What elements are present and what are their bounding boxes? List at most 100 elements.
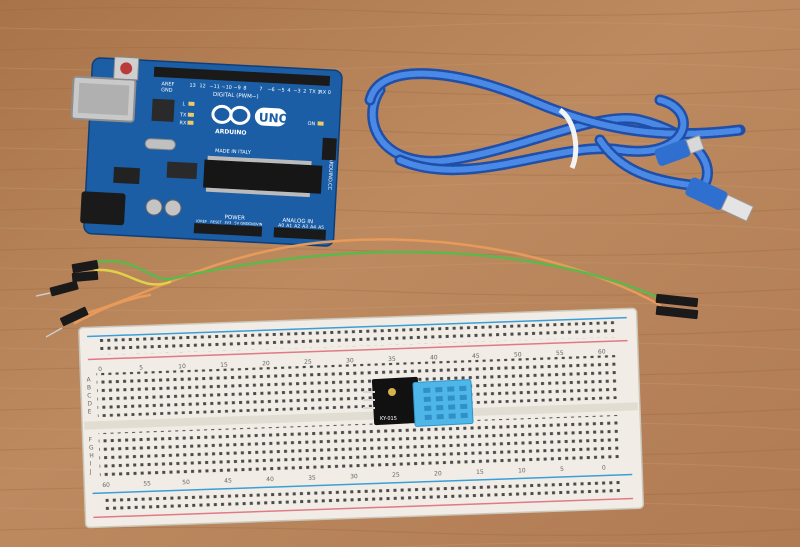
col-num-45: 45 <box>472 353 480 360</box>
pin-tx1-label: TX 1 <box>308 89 321 96</box>
gnd-label: GND <box>161 87 173 94</box>
col-num-60: 60 <box>598 348 606 355</box>
made-in-italy-text: MADE IN ITALY <box>215 148 252 156</box>
col-num-b55: 55 <box>143 480 151 487</box>
icsp-header <box>321 137 337 161</box>
col-num-40: 40 <box>430 354 438 361</box>
pin-3v3-label: 3V3 <box>224 221 231 225</box>
usb-a-connector <box>685 177 754 222</box>
analog-in-label: ANALOG IN <box>282 218 313 226</box>
power-header <box>193 223 263 237</box>
col-num-35: 35 <box>388 356 396 363</box>
voltage-regulator <box>113 166 140 185</box>
col-num-50: 50 <box>514 351 522 358</box>
arduino-uno-board: AREF GND 13 12 ~11 ~10 ~9 8 7 ~6 ~5 4 ~3… <box>70 56 343 247</box>
cable-tie <box>558 107 579 170</box>
pin-vin-label: VIN <box>256 222 263 226</box>
usb-b-connector <box>654 134 705 166</box>
row-letter-c: C <box>87 392 91 399</box>
col-num-b10: 10 <box>518 467 526 474</box>
pin-8-label: 8 <box>243 85 246 91</box>
wire-connectors-left <box>49 259 99 327</box>
dc-power-jack <box>80 191 126 226</box>
pin-12-label: 12 <box>199 83 206 89</box>
led-l-label: L <box>182 101 185 107</box>
pin-3-label: ~3 <box>293 88 301 94</box>
pin-a4-label: A4 <box>310 224 316 230</box>
pin-a1-label: A1 <box>286 223 292 229</box>
pin-a5-label: A5 <box>318 225 324 231</box>
bottom-column-numbers: 60 55 50 45 40 35 30 25 20 15 10 5 0 <box>102 464 606 489</box>
col-num-b45: 45 <box>224 478 232 485</box>
pin-6-label: ~6 <box>267 87 275 93</box>
pin-5-label: ~5 <box>277 87 285 93</box>
bottom-terminal-holes <box>98 414 620 478</box>
row-letter-d: D <box>87 400 92 407</box>
led-on-label: ON <box>307 121 315 127</box>
row-letter-e: E <box>88 408 92 415</box>
row-letter-h: H <box>89 452 94 459</box>
aref-label: AREF <box>161 81 174 88</box>
row-letters-top: A B C D E <box>86 376 92 415</box>
led-tx-label: TX <box>179 112 187 118</box>
wire-pins-left <box>35 292 63 338</box>
col-num-b50: 50 <box>182 479 190 486</box>
col-num-b20: 20 <box>434 470 442 477</box>
usb-chip <box>151 98 175 122</box>
pin-a3-label: A3 <box>302 224 308 230</box>
col-num-b35: 35 <box>308 475 316 482</box>
sensor-label: KY-015 <box>380 416 397 422</box>
col-num-b15: 15 <box>476 469 484 476</box>
digital-pin-labels: AREF GND 13 12 ~11 ~10 ~9 8 7 ~6 ~5 4 ~3… <box>161 81 331 100</box>
analog-header <box>273 227 327 240</box>
col-num-b30: 30 <box>350 473 358 480</box>
col-num-5: 5 <box>139 365 143 372</box>
row-letter-b: B <box>87 384 91 391</box>
digital-header <box>153 66 331 87</box>
col-num-b25: 25 <box>392 472 400 479</box>
arduino-text: ARDUINO <box>215 128 247 137</box>
col-num-0: 0 <box>98 366 102 373</box>
col-num-b60: 60 <box>102 482 110 489</box>
digital-label: DIGITAL (PWM~) <box>213 92 259 100</box>
pin-a2-label: A2 <box>294 223 300 229</box>
pin-11-label: ~11 <box>209 84 220 91</box>
atmega-chip <box>203 159 323 194</box>
pin-7-label: 7 <box>259 86 262 92</box>
pin-4-label: 4 <box>287 88 290 94</box>
led-rx-label: RX <box>179 120 187 126</box>
pin-10-label: ~10 <box>221 84 232 91</box>
pin-ioref-label: IOREF <box>196 219 207 224</box>
col-num-20: 20 <box>262 360 270 367</box>
uno-text: UNO <box>258 110 289 126</box>
top-column-numbers: 0 5 10 15 20 25 30 35 40 45 50 55 60 <box>98 348 606 373</box>
dht11-sensor-module: KY-015 <box>363 376 474 427</box>
jumper-wires <box>68 238 662 325</box>
arduino-cc-text: ARDUINO.CC <box>326 158 334 191</box>
col-num-55: 55 <box>556 350 564 357</box>
arduino-logo: UNO ARDUINO <box>211 104 289 137</box>
green-wire <box>93 250 662 300</box>
dht11-grille <box>423 385 468 420</box>
pin-9-label: ~9 <box>233 85 241 91</box>
center-channel <box>84 402 639 430</box>
pin-5v-label: 5V <box>234 221 239 225</box>
row-letter-a: A <box>86 376 91 383</box>
pin-gnd-label-2: GND <box>248 222 257 226</box>
crystal <box>144 138 176 151</box>
col-num-15: 15 <box>220 362 228 369</box>
pin-gnd-label-1: GND <box>240 222 249 226</box>
power-label: POWER <box>224 215 245 222</box>
capacitor-2 <box>164 199 182 217</box>
col-num-30: 30 <box>346 357 354 364</box>
pin-reset-label: RESET <box>210 220 223 225</box>
row-letters-bottom: F G H I J <box>89 436 95 475</box>
col-num-b0: 0 <box>602 464 606 471</box>
orange-wire-2 <box>73 293 152 325</box>
sensor-pcb <box>371 376 421 426</box>
status-leds: L TX RX ON <box>179 101 324 127</box>
row-letter-f: F <box>89 436 93 443</box>
orange-wire <box>68 238 662 320</box>
pin-a0-label: A0 <box>278 223 284 229</box>
